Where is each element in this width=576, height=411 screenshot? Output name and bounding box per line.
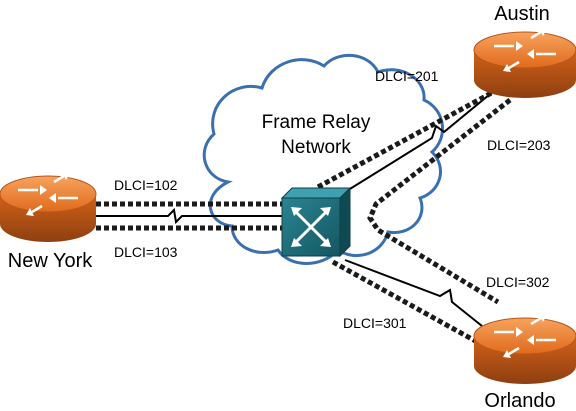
frame-relay-switch-icon bbox=[280, 186, 352, 258]
frame-relay-cloud: Frame Relay Network bbox=[202, 53, 444, 265]
access-links bbox=[96, 75, 513, 335]
dlci-label-orlando-a: DLCI=302 bbox=[486, 274, 550, 290]
link-orlando bbox=[344, 259, 493, 335]
dlci-label-ny-a: DLCI=102 bbox=[114, 177, 178, 193]
pvc-orlando-switch bbox=[331, 259, 490, 351]
pvc-austin-switch bbox=[316, 81, 510, 190]
link-austin bbox=[344, 75, 513, 193]
router-austin-icon bbox=[473, 28, 576, 98]
router-orlando-icon bbox=[473, 314, 576, 384]
cloud-label-line2: Network bbox=[281, 137, 351, 158]
dlci-label-orlando-b: DLCI=301 bbox=[343, 315, 407, 331]
link-new-york bbox=[96, 207, 285, 225]
cloud-label-line1: Frame Relay bbox=[262, 112, 371, 133]
dlci-label-ny-b: DLCI=103 bbox=[114, 244, 178, 260]
dlci-label-austin-b: DLCI=203 bbox=[487, 137, 551, 153]
virtual-circuits bbox=[96, 81, 512, 351]
dlci-label-austin-a: DLCI=201 bbox=[375, 68, 439, 84]
pvc-austin-orlando bbox=[367, 98, 512, 305]
router-label-orlando: Orlando bbox=[484, 390, 555, 411]
router-new-york-icon bbox=[0, 172, 97, 242]
cloud-shape bbox=[202, 53, 444, 265]
router-label-new-york: New York bbox=[8, 250, 93, 272]
router-label-austin: Austin bbox=[494, 3, 550, 25]
